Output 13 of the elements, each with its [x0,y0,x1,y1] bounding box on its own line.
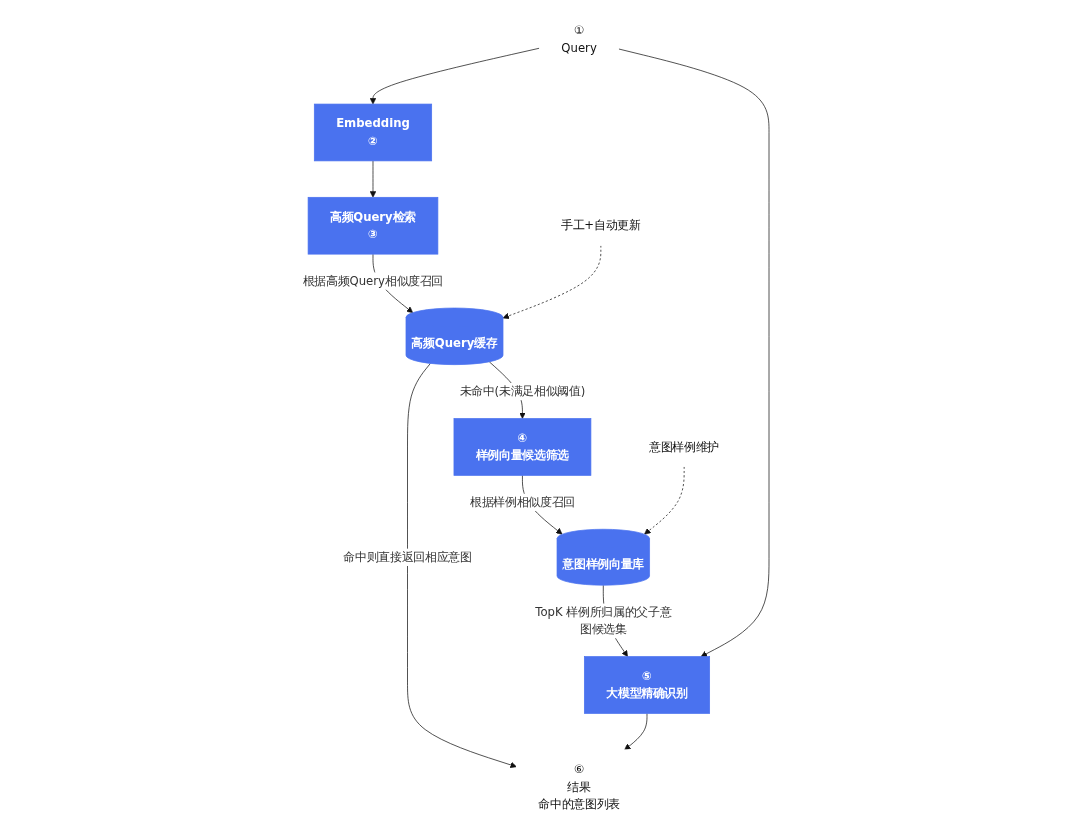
node-text: 手工+自动更新 [560,217,641,232]
edge-label: 根据高频Query相似度召回 [302,273,443,288]
node-text: ① Query [560,22,597,55]
edge-label: 命中则直接返回相应意图 [342,549,472,564]
node-text: 意图样例维护 [648,439,719,454]
node-box: Embedding ② [313,103,432,161]
node-box: ④ 样例向量候选筛选 [453,417,591,476]
node-box: 高频Query检索 ③ [307,196,438,254]
node-box: ⑤ 大模型精确识别 [583,655,710,714]
edge-label: 根据样例相似度召回 [469,494,575,509]
edge-label: 未命中(未满足相似阈值) [459,383,585,398]
node-text: ⑥ 结果 命中的意图列表 [537,761,620,811]
edge-label: TopK 样例所归属的父子意图候选集 [534,604,671,636]
